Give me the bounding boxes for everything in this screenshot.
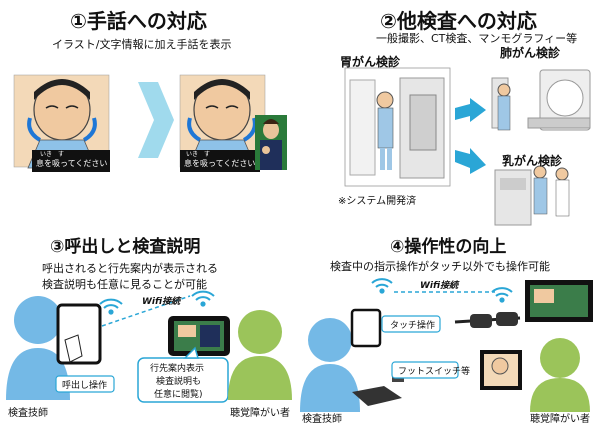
q3-call-op-box	[55, 375, 115, 393]
q4-touch-box	[381, 315, 441, 333]
q3-bubble-line1: 行先案内表示	[150, 364, 205, 374]
q3-hand	[64, 334, 83, 363]
q4-tech-figure	[300, 318, 360, 412]
q3-wifi-label: Wifi接続	[142, 297, 181, 307]
q2-label-breast: 乳がん検診	[502, 154, 563, 168]
q1-subtitle: イラスト/文字情報に加え手話を表示	[52, 38, 232, 51]
q3-bubble-line2: 検査説明も	[156, 377, 202, 387]
q1-caption-left-ruby: いき す	[40, 151, 65, 158]
q4-wifi-icon-left	[371, 278, 393, 294]
q1-caption-right: 息を吸ってください	[184, 159, 256, 168]
q3-patient-label: 聴覚障がい者	[230, 408, 290, 419]
q3-wifi-icon-left	[99, 298, 123, 315]
q2-label-stomach: 胃がん検診	[340, 55, 401, 69]
q3-wifi-link	[101, 295, 191, 327]
q2-arrow-up	[455, 98, 486, 122]
q3-bubble-line3: 任意に閲覧)	[154, 390, 203, 400]
q2-arrow-down	[455, 148, 486, 174]
q3-display-device	[168, 316, 230, 356]
q4-line1: 検査中の指示操作がタッチ以外でも操作可能	[330, 260, 550, 273]
q3-call-op-label: 呼出し操作	[62, 381, 108, 391]
q4-foot-box	[391, 361, 459, 379]
q1-right-figure	[179, 74, 266, 172]
q4-patient-view	[480, 350, 522, 390]
q4-title: ④操作性の向上	[390, 237, 507, 257]
q2-lung-machine	[491, 69, 591, 131]
q2-stomach-machine	[344, 67, 451, 187]
q4-tablet	[350, 308, 382, 348]
q2-subtitle: 一般撮影、CT検査、マンモグラフィー等	[376, 32, 578, 45]
q1-sign-video	[255, 115, 287, 170]
q4-tech-label: 検査技師	[302, 414, 342, 425]
q4-patient-label: 聴覚障がい者	[530, 414, 590, 425]
q1-caption-left: 息を吸ってください	[36, 159, 108, 168]
q1-arrow	[138, 82, 174, 158]
q4-touch-label: タッチ操作	[390, 321, 436, 331]
q4-patient-figure	[530, 338, 590, 412]
q3-tech-label: 検査技師	[8, 408, 48, 419]
q3-tech-figure	[6, 296, 70, 400]
q3-wifi-icon-right	[191, 290, 215, 307]
q2-note: ※システム開発済	[338, 196, 417, 207]
q1-left-figure	[13, 74, 110, 172]
q3-patient-figure	[228, 310, 292, 400]
q3-line2: 検査説明も任意に見ることが可能	[42, 278, 207, 291]
q3-line1: 呼出されると行先案内が表示される	[42, 262, 218, 275]
q2-breast-machine	[494, 165, 570, 226]
q4-smart-glasses	[454, 312, 521, 328]
q4-wifi-label: Wifi接続	[420, 281, 459, 291]
q1-title: ①手話への対応	[70, 9, 207, 33]
q4-glasses-view	[525, 280, 593, 322]
q1-caption-right-ruby: いき す	[186, 151, 211, 158]
q2-label-lung: 肺がん検診	[500, 46, 561, 60]
q3-bubble-box	[137, 357, 229, 403]
q4-foot-label: フットスイッチ等	[398, 367, 471, 377]
q3-title: ③呼出しと検査説明	[50, 237, 201, 257]
q4-wifi-icon-right	[491, 287, 513, 303]
q3-bubble-tail	[183, 346, 200, 359]
q2-title: ②他検査への対応	[380, 9, 537, 33]
